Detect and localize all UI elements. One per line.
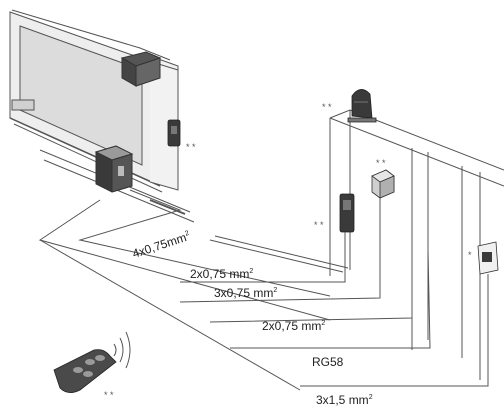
cable-label-d: RG58 (312, 355, 344, 369)
marker-key-selector: * (468, 250, 472, 260)
cable-label-e: 3x1,5 mm2 (316, 393, 373, 407)
marker-receiver: * * (376, 158, 386, 168)
marker-lamp: * * (322, 102, 332, 112)
cable-label-main: 4x0,75mm2 (131, 229, 192, 261)
sliding-gate (9, 9, 195, 223)
right-wall (329, 109, 504, 380)
receiver-box (371, 169, 395, 199)
cable-label-c: 2x0,75 mm2 (262, 319, 325, 333)
gate-motor (94, 145, 134, 193)
cable-runs (38, 189, 489, 391)
remote-control (53, 349, 117, 393)
marker-remote: * * (104, 390, 114, 400)
flashing-lamp (347, 89, 377, 123)
cable-label-a: 2x0,75 mm2 (190, 267, 253, 281)
cable-label-b: 3x0,75 mm2 (214, 286, 277, 300)
gate-photocell (167, 119, 181, 147)
signal-waves-icon (113, 331, 131, 369)
marker-wall-photocell: * * (314, 220, 324, 230)
wall-photocell (339, 193, 355, 233)
marker-photocell-gate: * * (186, 142, 196, 152)
key-selector (477, 241, 499, 275)
